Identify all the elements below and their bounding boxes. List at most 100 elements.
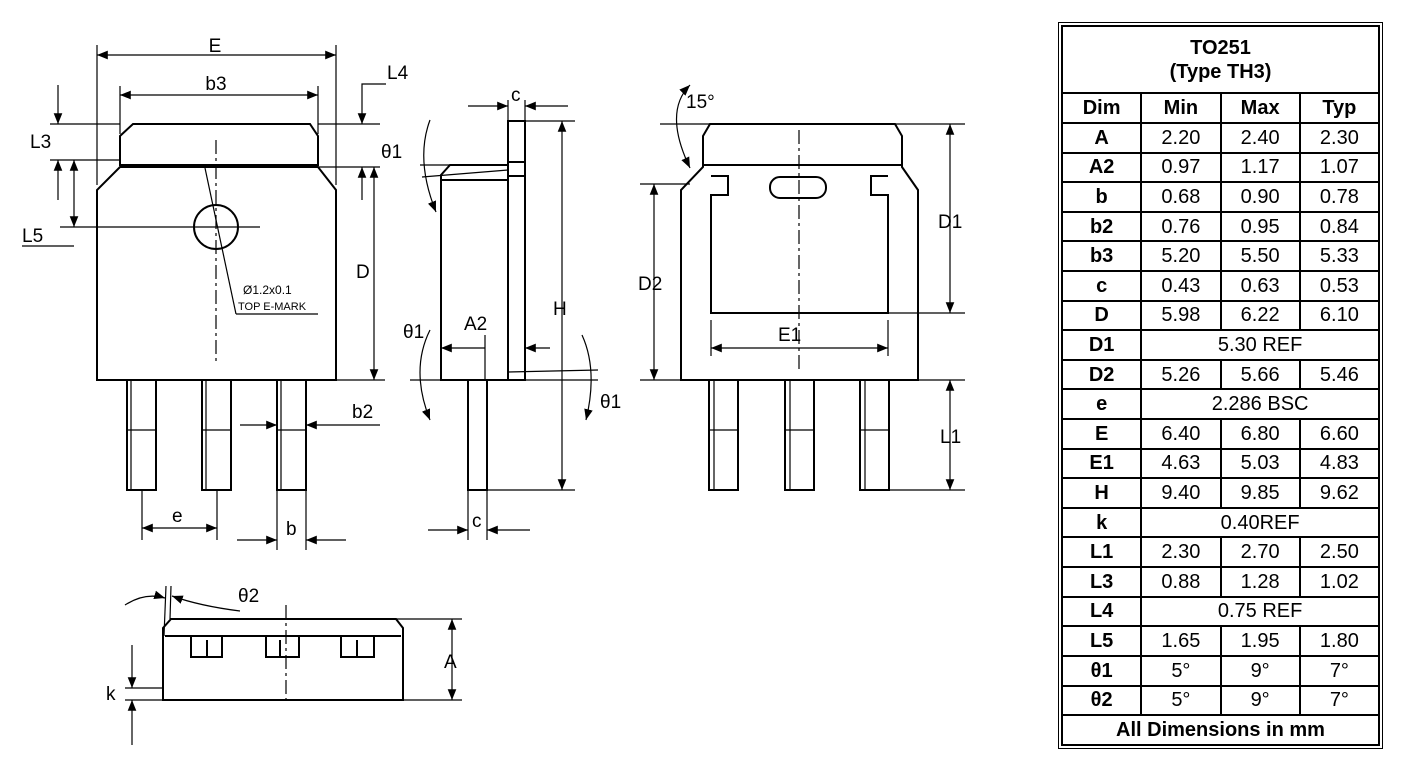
row-max: 9° [1219,684,1301,717]
end-view [124,585,462,745]
table-title: TO251 (Type TH3) [1061,24,1380,95]
header-max: Max [1219,92,1301,124]
label-E: E [209,36,222,57]
label-theta2: θ2 [238,586,259,607]
row-dim: E1 [1060,447,1143,480]
row-dim: H [1060,477,1143,509]
row-dim: b2 [1060,210,1143,243]
table-header-row: Dim Min Max Typ [1060,92,1381,124]
label-D: D [356,262,370,283]
label-b: b [286,519,297,540]
label-theta1-left: θ1 [403,322,424,343]
header-min: Min [1140,92,1222,124]
row-max: 0.63 [1219,269,1301,302]
row-dim: A [1060,121,1143,154]
label-D2: D2 [638,274,662,295]
row-typ: 9.62 [1298,477,1381,509]
row-max: 5.50 [1219,240,1301,272]
label-c-bottom: c [472,511,482,532]
row-typ: 1.02 [1298,566,1381,598]
label-theta1-right: θ1 [600,392,621,413]
row-ref-value: 5.30 REF [1140,329,1380,361]
row-typ: 0.78 [1298,181,1381,213]
label-L5: L5 [22,226,43,247]
row-max: 6.22 [1219,299,1301,332]
row-max: 9° [1219,654,1301,687]
row-dim: k [1060,506,1143,539]
row-min: 0.76 [1140,210,1222,243]
label-theta1-top: θ1 [381,142,402,163]
row-typ: 4.83 [1298,447,1381,480]
label-A: A [444,652,457,673]
row-typ: 1.80 [1298,625,1381,657]
row-max: 2.40 [1219,121,1301,154]
label-b3: b3 [205,74,226,95]
row-dim: D1 [1060,329,1143,361]
row-min: 6.40 [1140,418,1222,450]
row-min: 5° [1140,684,1222,717]
row-dim: b [1060,181,1143,213]
row-dim: L4 [1060,595,1143,628]
header-typ: Typ [1298,92,1381,124]
label-L1: L1 [940,427,961,448]
row-ref-value: 0.75 REF [1140,595,1380,628]
label-A2: A2 [464,314,487,335]
row-max: 1.95 [1219,625,1301,657]
row-min: 2.20 [1140,121,1222,154]
row-max: 1.17 [1219,151,1301,184]
row-dim: c [1060,269,1143,302]
row-typ: 5.46 [1298,358,1381,391]
row-min: 4.63 [1140,447,1222,480]
row-dim: D [1060,299,1143,332]
table-footer-row: All Dimensions in mm [1061,714,1380,746]
package-outline-drawing: E b3 L4 L3 θ1 L5 D Ø1.2x0.1 TOP E-MARK b… [22,36,965,745]
row-min: 0.43 [1140,269,1222,302]
label-15deg: 15° [686,92,715,113]
label-k: k [106,684,116,705]
row-typ: 6.10 [1298,299,1381,332]
row-typ: 0.84 [1298,210,1381,243]
row-dim: L3 [1060,566,1143,598]
row-dim: θ2 [1060,684,1143,717]
row-max: 1.28 [1219,566,1301,598]
row-dim: θ1 [1060,654,1143,687]
table-title-text: TO251 [1190,36,1251,59]
row-max: 9.85 [1219,477,1301,509]
front-view [22,45,386,550]
row-min: 5.26 [1140,358,1222,391]
label-top-e-mark: TOP E-MARK [238,301,307,313]
header-dim: Dim [1060,92,1143,124]
label-mark-diameter: Ø1.2x0.1 [243,283,292,297]
row-typ: 7° [1298,684,1381,717]
row-min: 5.20 [1140,240,1222,272]
label-e: e [172,506,183,527]
row-dim: L1 [1060,536,1143,569]
row-max: 0.90 [1219,181,1301,213]
row-typ: 1.07 [1298,151,1381,184]
row-dim: L5 [1060,625,1143,657]
row-min: 0.88 [1140,566,1222,598]
row-min: 1.65 [1140,625,1222,657]
row-dim: E [1060,418,1143,450]
row-min: 9.40 [1140,477,1222,509]
label-c-top: c [511,85,521,106]
row-typ: 6.60 [1298,418,1381,450]
label-D1: D1 [938,212,962,233]
row-dim: D2 [1060,358,1143,391]
row-max: 5.03 [1219,447,1301,480]
label-E1: E1 [778,325,801,346]
row-typ: 2.30 [1298,121,1381,154]
